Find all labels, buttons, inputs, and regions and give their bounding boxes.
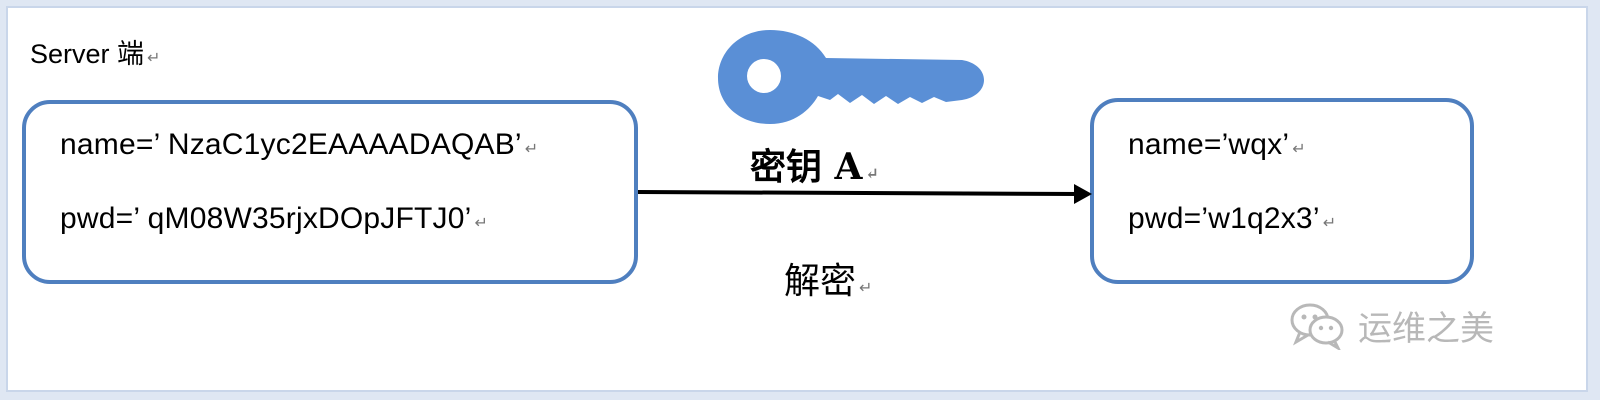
key-label: 密钥 A↵ — [750, 146, 879, 188]
client-name-line: name=’wqx’↵ — [1128, 128, 1306, 161]
server-credentials-box — [22, 100, 638, 284]
server-name-line: name=’ NzaC1yc2EAAAADAQAB’↵ — [60, 128, 539, 161]
decrypt-label: 解密↵ — [784, 261, 873, 302]
server-title: Server 端↵ — [30, 39, 161, 69]
wechat-icon — [1290, 303, 1344, 350]
key-icon — [718, 30, 984, 124]
arrow-line — [637, 190, 1083, 196]
watermark: 运维之美 — [1288, 300, 1494, 350]
arrow-head — [1074, 184, 1092, 204]
server-pwd-line: pwd=’ qM08W35rjxDOpJFTJ0’↵ — [60, 202, 489, 235]
client-pwd-line: pwd=’w1q2x3’↵ — [1128, 202, 1337, 235]
watermark-text: 运维之美 — [1358, 308, 1494, 349]
client-credentials-box — [1090, 98, 1474, 284]
